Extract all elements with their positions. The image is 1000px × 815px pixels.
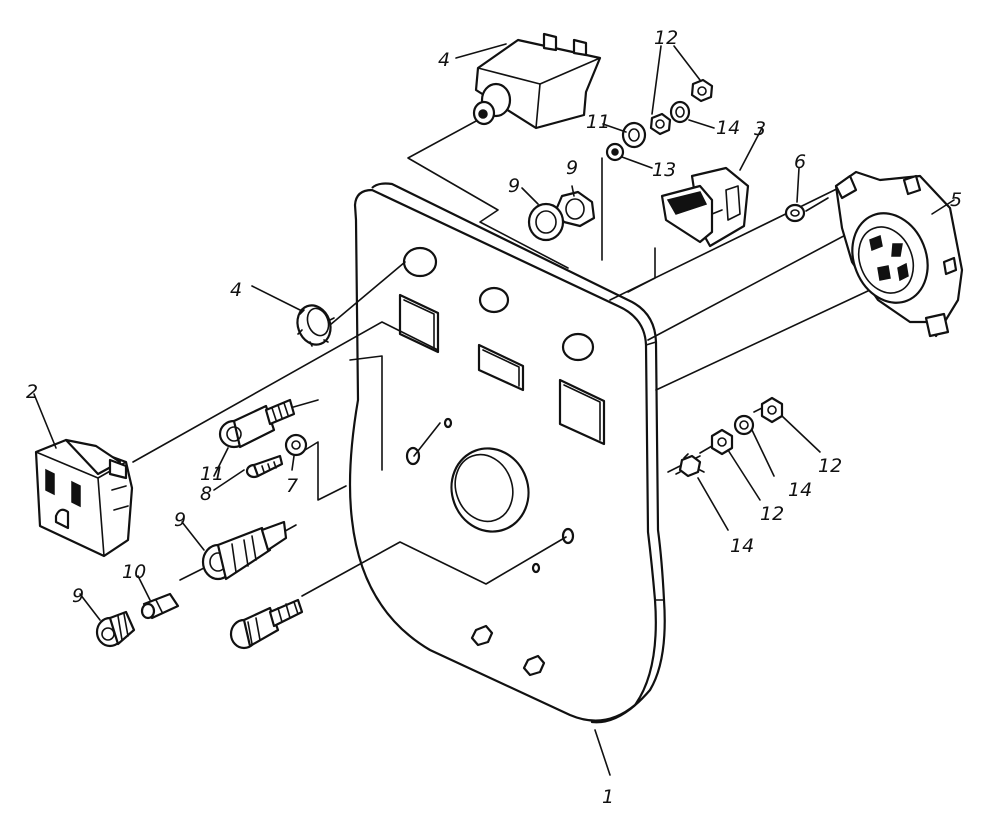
control-panel-plate <box>348 182 666 724</box>
washer-part-7 <box>284 433 308 457</box>
callout-6: 6 <box>794 151 806 173</box>
callout-11-left: 11 <box>200 463 224 485</box>
top-hardware-stack <box>605 78 714 162</box>
fuse-holder-part-9 <box>201 520 288 581</box>
callout-9-d: 9 <box>72 585 84 607</box>
hex-nut-12-mid <box>710 428 734 456</box>
circuit-breaker-part <box>472 32 602 130</box>
right-hardware <box>675 396 784 478</box>
callout-9-b: 9 <box>508 175 520 197</box>
panel-square-cutout-2 <box>558 378 606 446</box>
twist-lock-receptacle-part <box>834 170 964 338</box>
callout-labels: 1 2 3 4 4 5 6 7 8 9 9 9 9 10 11 11 12 12… <box>26 27 962 808</box>
callout-12-a: 12 <box>818 455 842 477</box>
callout-2: 2 <box>26 381 38 403</box>
callout-14-b: 14 <box>730 535 754 557</box>
top-9-nuts <box>527 190 596 242</box>
callout-13: 13 <box>652 159 676 181</box>
duplex-outlet-part <box>34 438 134 558</box>
panel-square-cutout-1 <box>398 293 440 354</box>
callout-8: 8 <box>200 483 212 505</box>
callout-7: 7 <box>286 475 298 497</box>
panel-hole-3 <box>561 332 595 362</box>
callout-1: 1 <box>602 786 614 808</box>
panel-hole-1 <box>402 246 438 278</box>
lock-washer-top-14 <box>669 100 691 124</box>
rocker-switch-part <box>660 166 750 248</box>
callout-14-a: 14 <box>788 479 812 501</box>
bottom-screw <box>229 598 304 650</box>
callout-9-a: 9 <box>566 157 578 179</box>
callout-3: 3 <box>754 118 766 140</box>
washer-9-upper <box>527 202 565 242</box>
hex-nut-12-top <box>760 396 784 424</box>
callout-12-b: 12 <box>760 503 784 525</box>
callout-9-c: 9 <box>174 509 186 531</box>
washer-part-6 <box>784 203 806 223</box>
panel-rect-cutout <box>477 343 525 392</box>
washer-14-right <box>733 414 755 436</box>
panel-large-opening <box>450 447 530 533</box>
screw-part-8 <box>245 454 284 479</box>
screw-part-11 <box>218 398 296 449</box>
callout-4-left: 4 <box>230 279 242 301</box>
hex-nut-top-12b <box>649 112 672 136</box>
panel-nut-1 <box>470 624 494 647</box>
fuse-cap-part-9 <box>95 610 136 648</box>
callout-5: 5 <box>950 189 962 211</box>
callout-leaders <box>33 43 955 776</box>
callout-14-top: 14 <box>716 117 740 139</box>
panel-nut-2 <box>522 654 546 677</box>
assembly-lines <box>132 119 871 597</box>
hex-nut-top-12a <box>690 78 714 103</box>
callout-10: 10 <box>122 561 146 583</box>
fuse-part-10 <box>140 592 180 620</box>
callout-4-top: 4 <box>438 49 450 71</box>
panel-hole-2 <box>478 286 510 314</box>
knurled-ring-part-4 <box>296 304 335 347</box>
callout-12-top: 12 <box>654 27 678 49</box>
washer-top-11 <box>621 121 647 149</box>
star-washer-14 <box>678 454 702 478</box>
callout-11-top: 11 <box>586 111 610 133</box>
